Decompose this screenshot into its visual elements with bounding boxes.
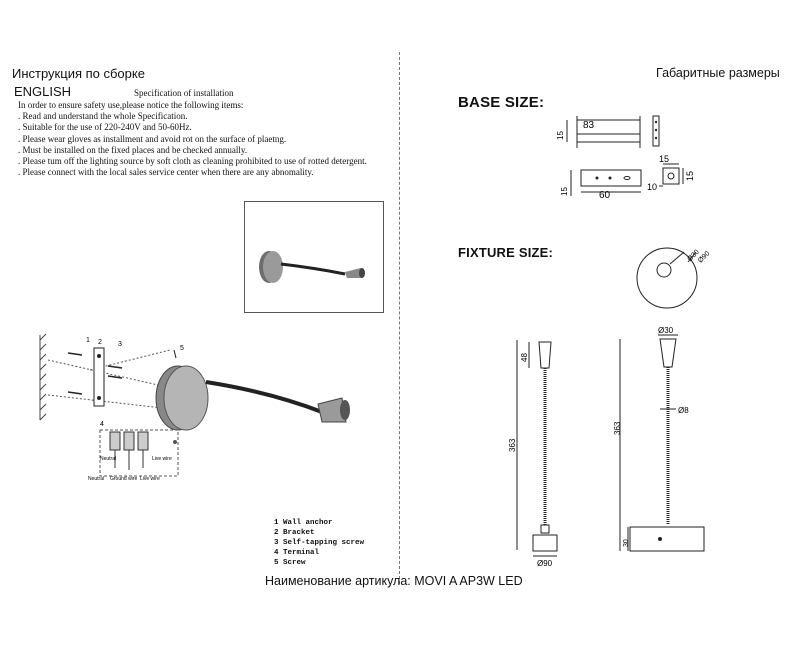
dim-side-bottom: 10	[647, 182, 657, 192]
fixture-front-view: 48 363 Ø90	[508, 340, 558, 568]
instruction-item: In order to ensure safety use,please not…	[18, 100, 244, 110]
assembly-diagram: 1 2 3 4 5 Neutral Live wire Neutral Grou…	[39, 333, 350, 482]
dim-base-depth: 30	[623, 539, 630, 547]
dim-width: 83	[583, 120, 595, 131]
wire-label-neutral-bottom: Neutral	[88, 476, 104, 482]
fixture-head	[538, 341, 552, 369]
dim-head-diameter-side: Ø30	[658, 326, 674, 335]
instruction-item: . Please wear gloves as installment and …	[18, 133, 287, 144]
instruction-list: In order to ensure safety use,please not…	[18, 100, 367, 178]
fixture-base	[532, 534, 558, 552]
base-side-view	[662, 167, 680, 185]
lamp-illustration	[259, 251, 365, 283]
product-illustration	[244, 201, 384, 313]
bracket-shape	[93, 347, 105, 407]
fixture-side-base	[629, 526, 705, 552]
column-divider	[399, 52, 400, 584]
dimensions-title: Габаритные размеры	[656, 66, 780, 80]
base-top-view	[576, 133, 641, 143]
legend-item: 2 Bracket	[274, 529, 315, 537]
instruction-item: . Suitable for the use of 220-240V and 5…	[18, 122, 192, 133]
callout-2: 2	[98, 339, 102, 346]
instruction-item: . Must be installed on the fixed places …	[18, 144, 248, 155]
dim-side-top: 15	[659, 154, 669, 164]
wire-label-neutral: Neutral	[100, 456, 116, 462]
callout-3: 3	[118, 341, 122, 348]
fixture-size-title: FIXTURE SIZE:	[458, 245, 554, 260]
base-size-drawing: 83 15 60 15 15 15 10	[556, 115, 695, 201]
terminal-box	[99, 429, 179, 477]
dim-height-front: 15	[560, 187, 569, 196]
callout-1: 1	[86, 337, 90, 344]
dim-side-right: 15	[685, 171, 695, 181]
dim-height-top: 15	[556, 131, 565, 140]
instruction-title: Инструкция по сборке	[12, 66, 145, 81]
callout-4: 4	[100, 421, 104, 428]
legend-item: 3 Self-tapping screw	[274, 539, 365, 547]
dim-total-length-side: 363	[613, 421, 622, 435]
wall-hatch	[39, 333, 47, 421]
legend-item: 4 Terminal	[274, 549, 320, 557]
instruction-item: . Please tum off the lighting source by …	[18, 156, 367, 167]
instruction-item: . Read and understand the whole Specific…	[18, 111, 188, 122]
legend-item: 5 Screw	[274, 559, 306, 567]
callout-5: 5	[180, 345, 184, 352]
wire-label-live-bottom: Live wire	[140, 476, 160, 482]
fixture-top-view: Ø30 Ø90	[636, 247, 711, 309]
base-size-title: BASE SIZE:	[458, 94, 545, 111]
screws	[67, 352, 123, 395]
dim-head-length: 48	[520, 353, 529, 362]
dim-arm-diameter: Ø8	[678, 406, 689, 415]
dim-hole-spacing: 60	[599, 190, 611, 201]
fixture-side-view: Ø30 Ø8 363 30	[613, 326, 705, 552]
dim-total-length: 363	[508, 438, 517, 452]
wire-label-ground: Ground wire	[110, 476, 137, 482]
legend-item: 1 Wall anchor	[274, 519, 333, 527]
instruction-item: . Please connect with the local sales se…	[18, 167, 314, 178]
language-label: ENGLISH	[14, 84, 72, 99]
parts-legend: 1 Wall anchor 2 Bracket 3 Self-tapping s…	[274, 518, 364, 568]
dim-base-diameter-front: Ø90	[537, 559, 553, 568]
specification-heading: Specification of installation	[134, 88, 234, 98]
wire-label-live: Live wire	[152, 456, 172, 462]
article-name: Наименование артикула: MOVI A AP3W LED	[265, 574, 523, 588]
